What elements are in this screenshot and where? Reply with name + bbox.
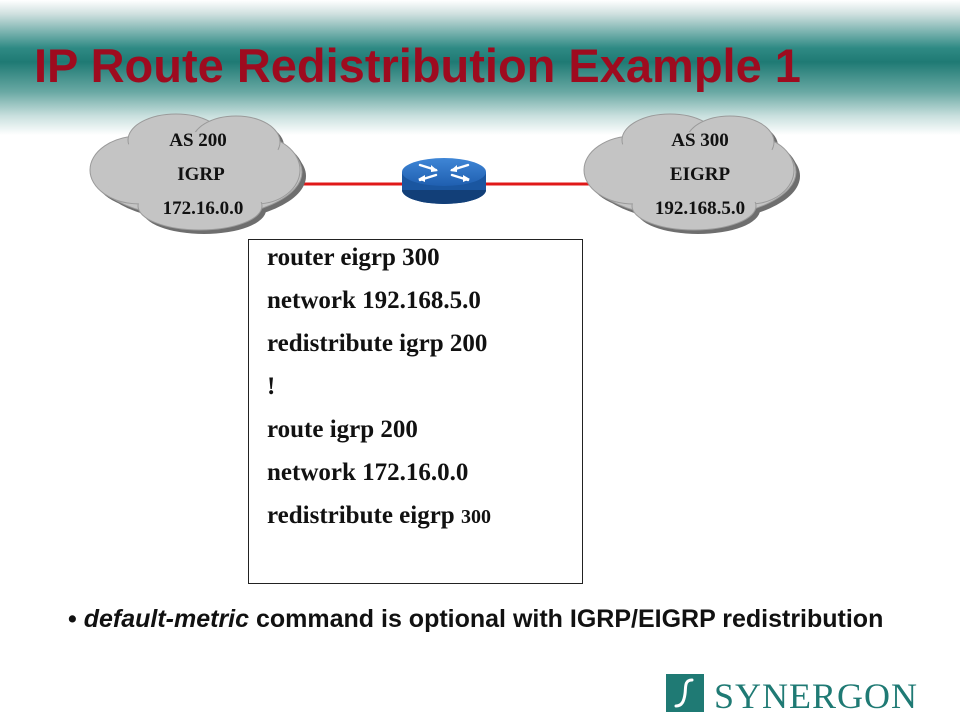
- bullet-text: command is optional with IGRP/EIGRP redi…: [249, 605, 884, 633]
- config-line: router eigrp 300: [267, 244, 440, 271]
- cloud-as200: AS 200 IGRP 172.16.0.0: [89, 113, 306, 234]
- config-box: router eigrp 300 network 192.168.5.0 red…: [248, 239, 583, 584]
- slide-title: IP Route Redistribution Example 1: [34, 39, 801, 92]
- cloud-as200-protocol: IGRP: [177, 164, 225, 185]
- config-line-text: redistribute eigrp: [267, 502, 461, 529]
- cloud-as300-as: AS 300: [671, 130, 729, 151]
- router-icon: [402, 158, 486, 204]
- title-band: [0, 0, 960, 135]
- config-line-suffix: 300: [460, 506, 491, 528]
- bullet-note: • default-metric command is optional wit…: [68, 602, 928, 637]
- config-line: redistribute igrp 200: [267, 330, 488, 357]
- cloud-as300-network: 192.168.5.0: [655, 198, 745, 219]
- bullet-marker: •: [68, 605, 77, 633]
- synergon-logo: SYNERGON: [666, 674, 946, 716]
- logo-text: SYNERGON: [714, 676, 919, 716]
- cloud-as300: AS 300 EIGRP 192.168.5.0: [583, 113, 800, 234]
- cloud-as200-as: AS 200: [169, 130, 227, 151]
- config-line: route igrp 200: [267, 416, 418, 443]
- bullet-emphasis: default-metric: [83, 605, 250, 633]
- cloud-as200-network: 172.16.0.0: [163, 198, 244, 219]
- config-line: network 172.16.0.0: [267, 459, 469, 486]
- config-line: !: [267, 373, 276, 400]
- cloud-as300-protocol: EIGRP: [670, 164, 731, 185]
- config-line: network 192.168.5.0: [267, 287, 481, 314]
- config-line: redistribute eigrp 300: [267, 502, 491, 530]
- logo-mark-icon: [666, 674, 704, 712]
